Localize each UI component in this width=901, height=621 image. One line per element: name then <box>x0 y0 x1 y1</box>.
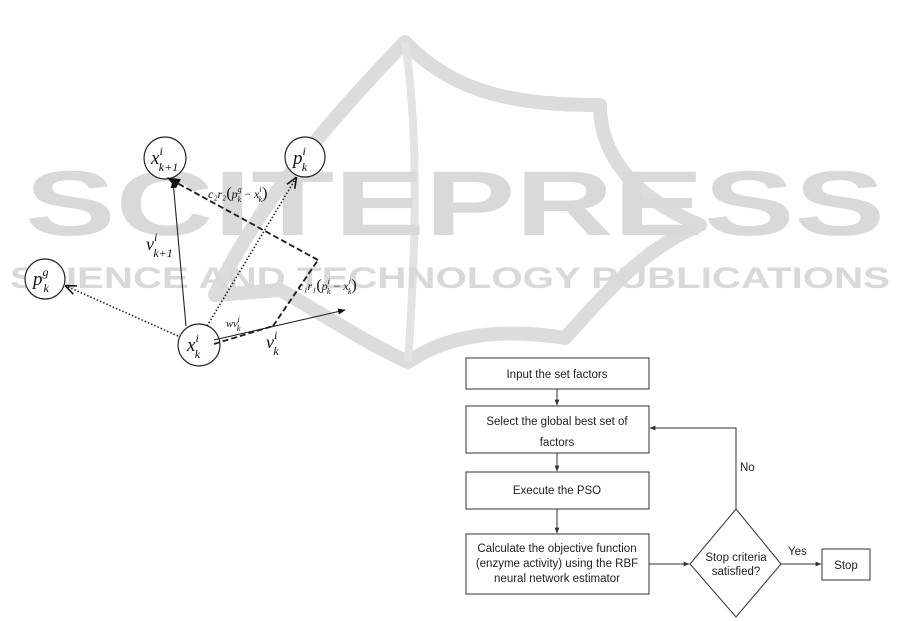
decision-label-line2: satisfied? <box>712 566 761 578</box>
box-select <box>465 405 650 454</box>
box-execute <box>465 471 650 510</box>
arrow-cognitive <box>272 259 319 327</box>
node-x-current-circle <box>177 323 221 367</box>
box-calculate-label-line3: neural network estimator <box>494 573 620 585</box>
no-label: No <box>740 462 755 474</box>
node-p-global-circle <box>24 258 66 300</box>
arrow-v-current <box>213 308 346 341</box>
box-select-label-line2: factors <box>540 437 575 449</box>
node-x-next-circle <box>143 136 187 180</box>
arrow-to-p-best <box>206 178 296 327</box>
box-calculate <box>465 533 650 595</box>
box-stop-label: Stop <box>834 560 858 572</box>
box-input-label: Input the set factors <box>506 369 607 381</box>
arrow-to-p-global <box>66 286 179 337</box>
watermark-tagline: SCIENCE AND TECHNOLOGY PUBLICATIONS <box>10 262 890 295</box>
box-calculate-label-line1: Calculate the objective function <box>477 543 636 555</box>
watermark: SCITEPRESS SCIENCE AND TECHNOLOGY PUBLIC… <box>10 35 890 369</box>
decision-diamond <box>689 508 782 618</box>
arrow-v-next <box>170 180 187 327</box>
box-input <box>465 357 650 390</box>
node-p-best-circle <box>284 136 326 178</box>
box-calculate-label-line2: (enzyme activity) using the RBF <box>476 558 638 570</box>
decision-label-line1: Stop criteria <box>705 552 767 564</box>
yes-label: Yes <box>788 546 807 558</box>
box-execute-label: Execute the PSO <box>513 485 601 497</box>
arrow-social <box>166 177 319 261</box>
arrow-no-loop <box>649 425 737 509</box>
arrow-inertia <box>213 325 274 345</box>
box-stop <box>821 548 871 581</box>
box-select-label-line1: Select the global best set of <box>486 416 628 428</box>
flowchart: Input the set factors Select the global … <box>465 357 871 618</box>
watermark-book-spine <box>401 41 419 363</box>
